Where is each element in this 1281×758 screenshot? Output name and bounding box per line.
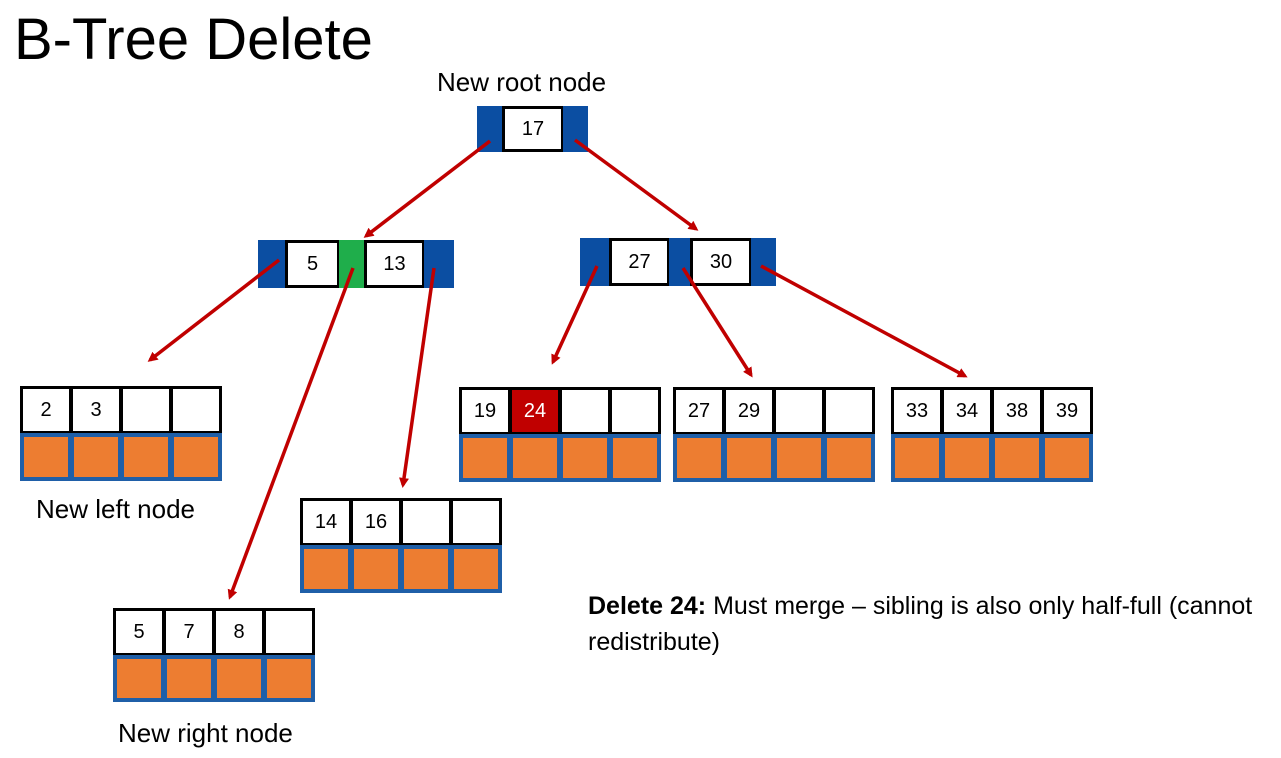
arrow-inner-left-to-leaf-c [399, 267, 436, 488]
leaf-e-key-1: 29 [723, 387, 775, 435]
arrow-root-to-inner-left [363, 139, 492, 238]
leaf-d-key-0: 19 [459, 387, 511, 435]
leaf-a-value-1 [72, 435, 120, 479]
leaf-c-value-1 [352, 547, 400, 591]
leaf-a-value-0 [22, 435, 70, 479]
inner-left-key-1: 13 [364, 240, 425, 288]
inner-left-key-0: 5 [285, 240, 340, 288]
leaf-e-value-0 [675, 436, 723, 480]
leaf-f-value-1 [943, 436, 991, 480]
leaf-c-value-0 [302, 547, 350, 591]
inner-right-key-0: 27 [609, 238, 670, 286]
leaf-a-key-2 [120, 386, 172, 434]
leaf-f-key-2: 38 [991, 387, 1043, 435]
root-node-label: New root node [437, 67, 607, 97]
root-key: 17 [502, 106, 564, 152]
leaf-e-value-3 [825, 436, 873, 480]
note-bold: Delete 24: [588, 592, 707, 620]
root-pointer-left [477, 106, 503, 152]
right-node-label: New right node [118, 718, 293, 748]
inner-left-pointer-2 [424, 240, 454, 288]
leaf-e-key-3 [823, 387, 875, 435]
leaf-b-key-0: 5 [113, 608, 165, 656]
delete-explanation: Delete 24: Must merge – sibling is also … [588, 588, 1268, 660]
leaf-e-value-1 [725, 436, 773, 480]
leaf-f-key-0: 33 [891, 387, 943, 435]
leaf-d-value-1 [511, 436, 559, 480]
leaf-d-key-3 [609, 387, 661, 435]
note-text: Must merge – sibling is also only half-f… [588, 592, 1253, 656]
leaf-b-key-1: 7 [163, 608, 215, 656]
leaf-c-key-3 [450, 498, 502, 546]
leaf-b-value-1 [165, 657, 213, 700]
leaf-e-value-2 [775, 436, 823, 480]
leaf-d-value-3 [611, 436, 659, 480]
leaf-f-key-3: 39 [1041, 387, 1093, 435]
arrow-inner-right-to-leaf-f [760, 264, 968, 378]
arrow-inner-left-to-leaf-a [147, 258, 281, 362]
arrow-inner-left-to-leaf-b [227, 267, 355, 600]
leaf-a-value-3 [172, 435, 220, 479]
leaf-d-value-2 [561, 436, 609, 480]
leaf-f-value-3 [1043, 436, 1091, 480]
leaf-c-key-0: 14 [300, 498, 352, 546]
leaf-b-value-0 [115, 657, 163, 700]
leaf-c-value-2 [402, 547, 450, 591]
leaf-b-value-2 [215, 657, 263, 700]
arrow-root-to-inner-right [573, 138, 699, 231]
leaf-a-key-3 [170, 386, 222, 434]
leaf-f-value-2 [993, 436, 1041, 480]
inner-right-key-1: 30 [690, 238, 752, 286]
leaf-f-value-0 [893, 436, 941, 480]
arrow-inner-right-to-leaf-e [681, 267, 753, 378]
left-node-label: New left node [36, 494, 195, 524]
leaf-c-value-3 [452, 547, 500, 591]
leaf-a-value-2 [122, 435, 170, 479]
leaf-a-key-1: 3 [70, 386, 122, 434]
leaf-d-value-0 [461, 436, 509, 480]
inner-left-pointer-1 [339, 240, 365, 288]
leaf-b-value-3 [265, 657, 313, 700]
slide-title: B-Tree Delete [14, 7, 373, 72]
inner-right-pointer-2 [751, 238, 776, 286]
arrow-inner-right-to-leaf-d [551, 265, 599, 365]
leaf-c-key-1: 16 [350, 498, 402, 546]
inner-right-pointer-0 [580, 238, 610, 286]
leaf-b-key-3 [263, 608, 315, 656]
